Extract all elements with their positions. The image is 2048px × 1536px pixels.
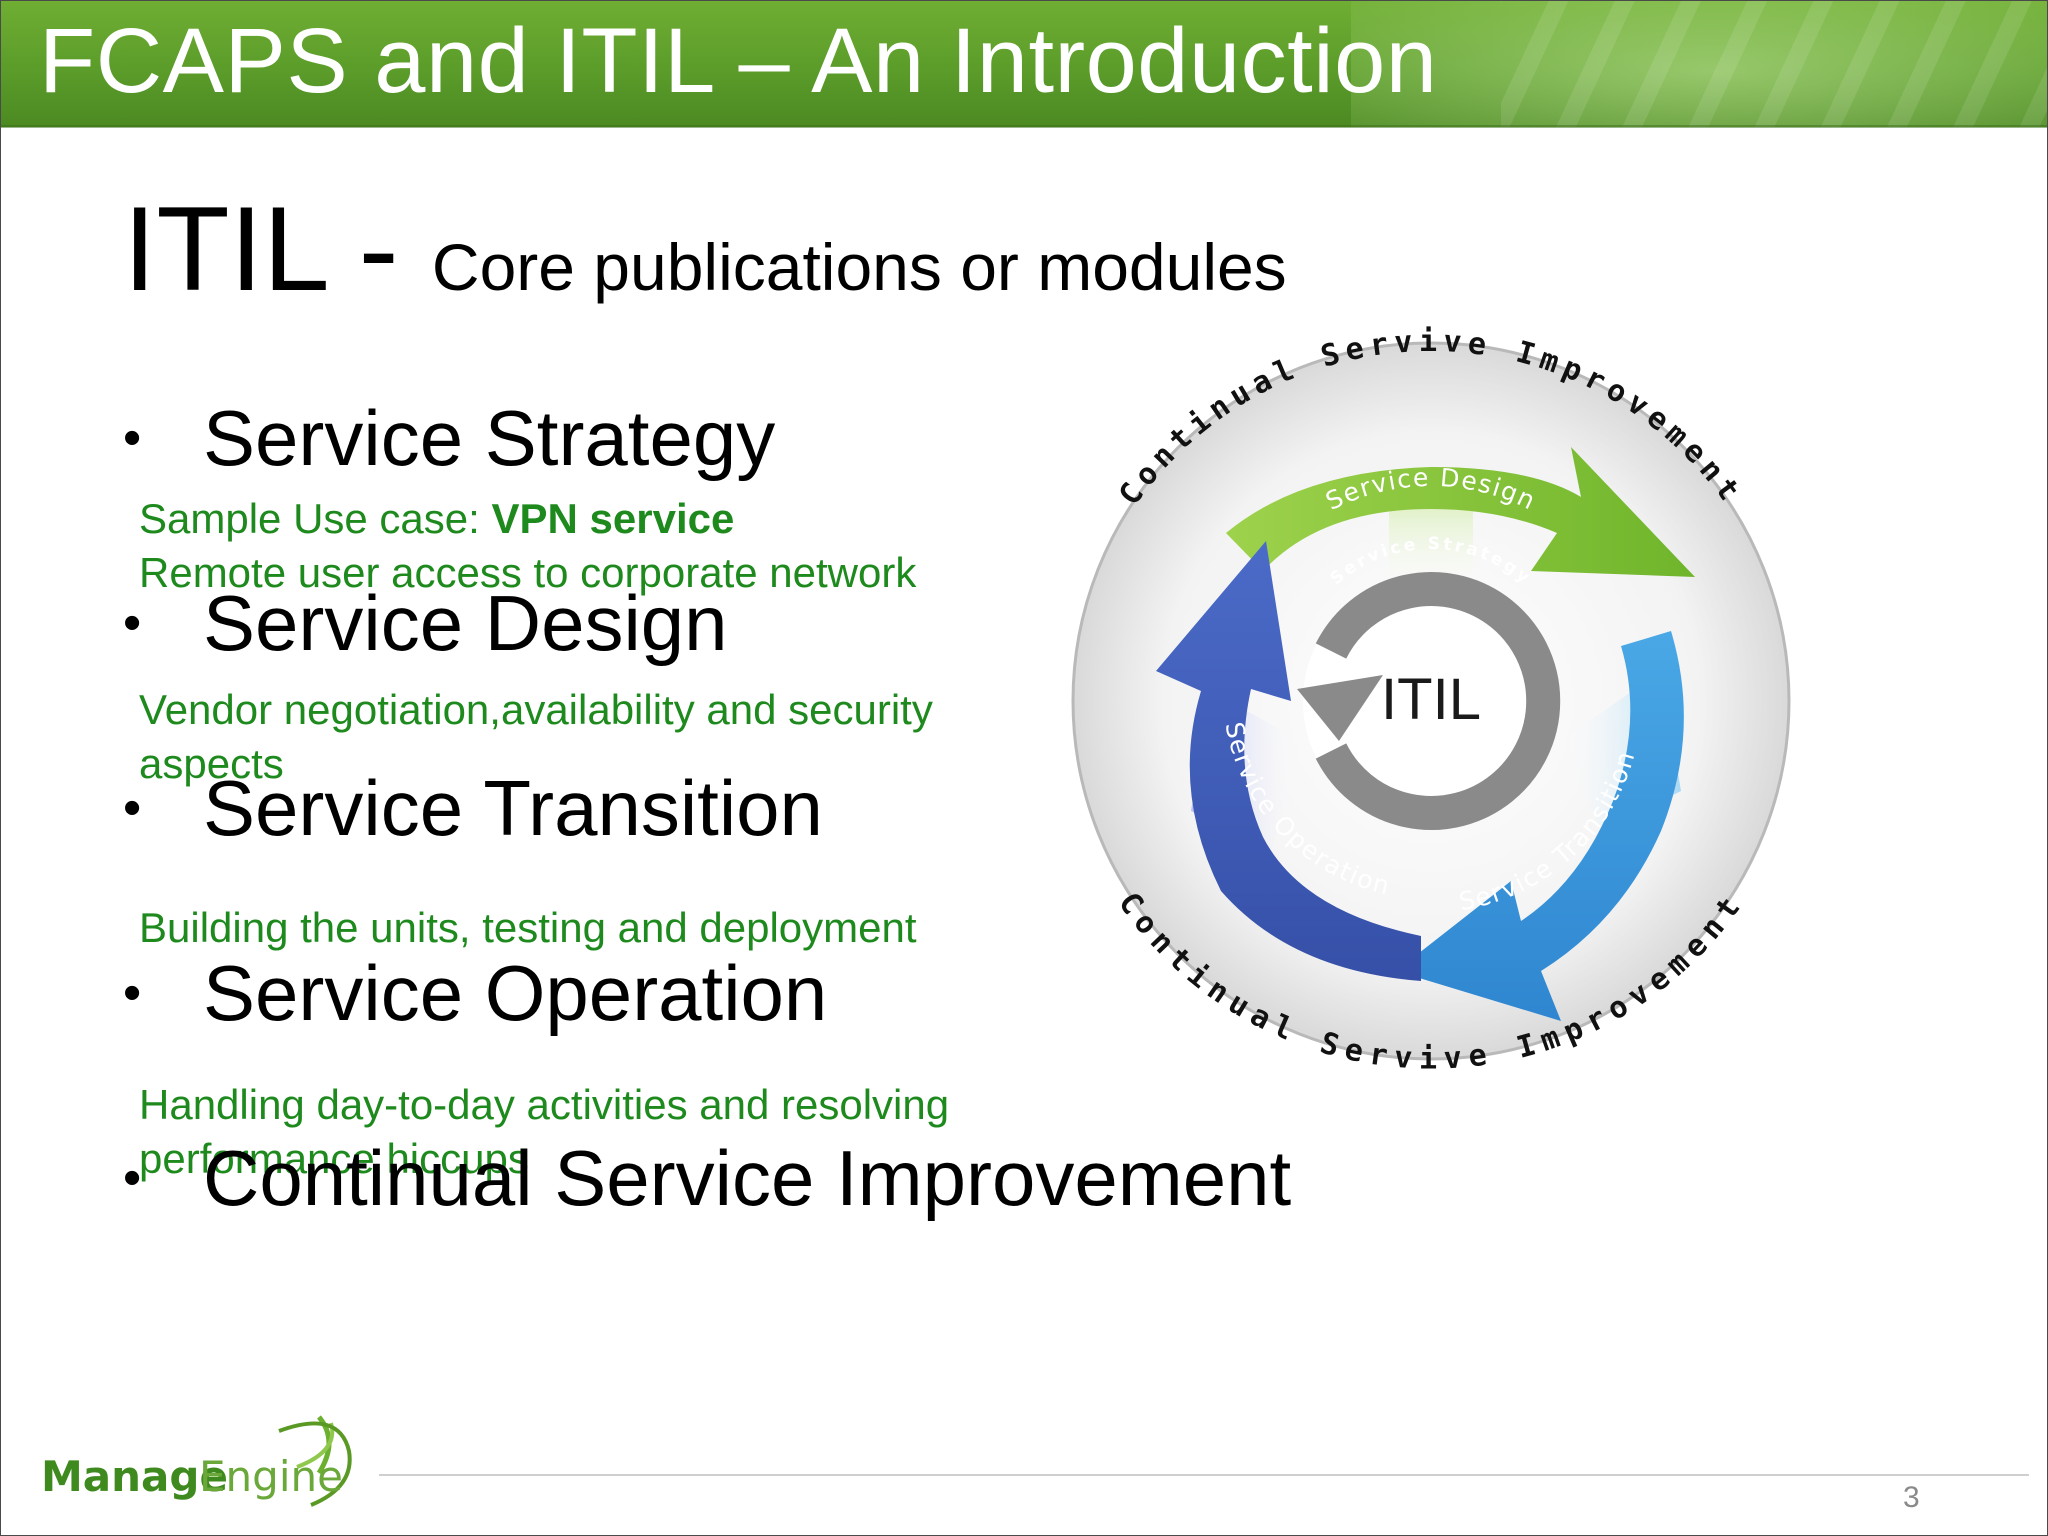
note-service-transition: Building the units, testing and deployme… bbox=[139, 901, 917, 955]
bullet-label: Service Operation bbox=[203, 949, 828, 1037]
bullet-dot: • bbox=[123, 779, 142, 838]
center-label: ITIL bbox=[1381, 667, 1481, 732]
page-number: 3 bbox=[1903, 1481, 1920, 1514]
bullet-service-operation: •Service Operation bbox=[123, 954, 827, 1032]
bullet-label: Service Design bbox=[203, 579, 728, 667]
title-bar-stripes bbox=[1501, 1, 2047, 127]
section-heading-main: ITIL - bbox=[123, 182, 432, 316]
note-line: Sample Use case: VPN service bbox=[139, 492, 916, 546]
logo-arc-icon bbox=[278, 1421, 352, 1507]
title-bar: FCAPS and ITIL – An Introduction bbox=[1, 1, 2047, 127]
note-prefix: Sample Use case: bbox=[139, 495, 492, 542]
bullet-continual-service-improvement: •Continual Service Improvement bbox=[123, 1139, 1291, 1217]
title-bar-sheen bbox=[1351, 1, 2047, 127]
note-line: Vendor negotiation,availability and secu… bbox=[139, 686, 933, 733]
bullet-label: Service Strategy bbox=[203, 394, 776, 482]
manageengine-logo: Manage Engine bbox=[39, 1411, 379, 1516]
note-line: aspects bbox=[139, 740, 284, 787]
bullet-service-design: •Service Design bbox=[123, 584, 728, 662]
note-bold: VPN service bbox=[491, 495, 735, 542]
note-service-design: Vendor negotiation,availability and secu… bbox=[139, 683, 933, 791]
service-operation-arrow bbox=[1156, 541, 1421, 981]
bullet-dot: • bbox=[123, 594, 142, 653]
service-strategy-ring bbox=[1315, 572, 1561, 830]
note-line: Handling day-to-day activities and resol… bbox=[139, 1081, 950, 1128]
note-line: Remote user access to corporate network bbox=[139, 549, 917, 596]
logo-text-dark: Manage bbox=[41, 1452, 228, 1501]
bullet-dot: • bbox=[123, 964, 142, 1023]
service-transition-arrow bbox=[1396, 631, 1684, 1021]
note-service-operation: Handling day-to-day activities and resol… bbox=[139, 1078, 949, 1186]
bullet-label: Continual Service Improvement bbox=[203, 1134, 1292, 1222]
note-line: performance hiccups bbox=[139, 1135, 529, 1182]
logo-graphic: Manage Engine bbox=[41, 1415, 352, 1507]
service-design-arrow bbox=[1226, 447, 1695, 577]
bullet-dot: • bbox=[123, 409, 142, 468]
footer-rule bbox=[379, 1474, 2029, 1476]
logo-text-light: Engine bbox=[199, 1452, 343, 1501]
bullet-dot: • bbox=[123, 1149, 142, 1208]
note-line: Building the units, testing and deployme… bbox=[139, 904, 917, 951]
slide-title: FCAPS and ITIL – An Introduction bbox=[39, 10, 1438, 112]
bullet-label: Service Transition bbox=[203, 764, 823, 852]
section-heading-secondary: Core publications or modules bbox=[431, 230, 1287, 304]
note-service-strategy: Sample Use case: VPN service Remote user… bbox=[139, 492, 916, 600]
service-strategy-arrowhead bbox=[1297, 675, 1383, 741]
bullet-service-transition: •Service Transition bbox=[123, 769, 823, 847]
title-bar-underline bbox=[1, 125, 2047, 128]
inner-disc bbox=[1303, 573, 1559, 829]
itil-lifecycle-diagram: Service Strategy ITIL Service Design Ser… bbox=[1071, 324, 1791, 1077]
section-heading: ITIL - Core publications or modules bbox=[123, 189, 1287, 309]
bullet-service-strategy: •Service Strategy bbox=[123, 399, 775, 477]
